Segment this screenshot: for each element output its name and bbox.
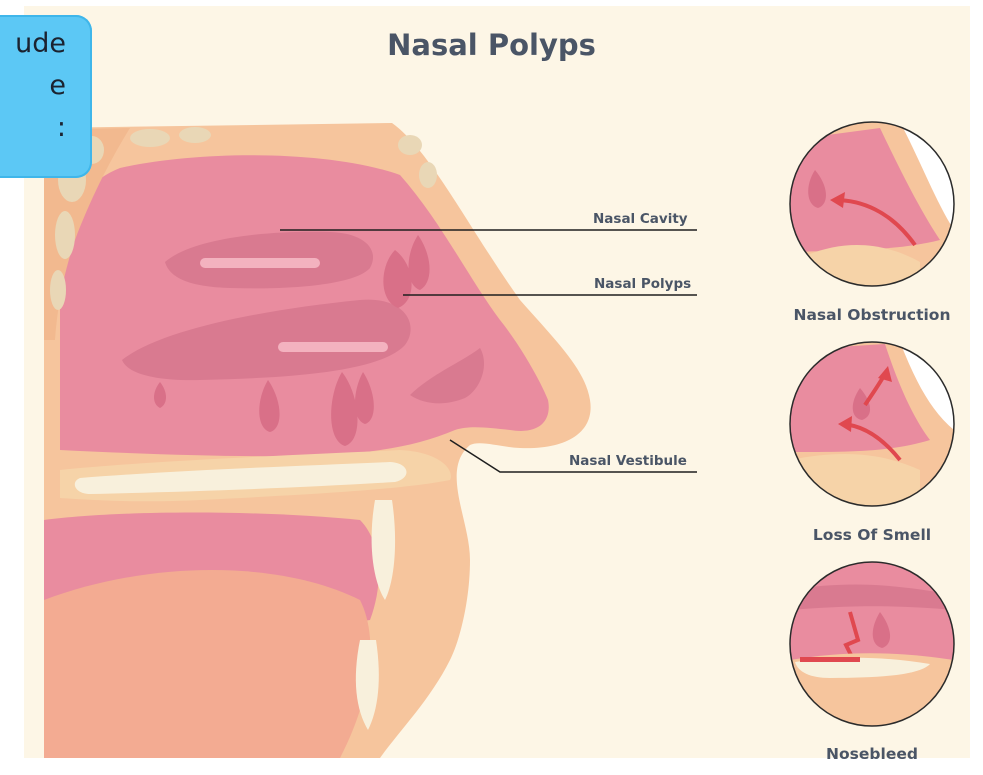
symptom-label-obstruction: Nasal Obstruction [772,306,972,324]
tongue [44,570,370,758]
label-nasal-cavity: Nasal Cavity [593,211,688,227]
symptom-circle-nosebleed [790,562,954,726]
symptom-label-smell: Loss Of Smell [772,526,972,544]
symptom-circle-smell [790,342,954,506]
callout-text: ude e : [0,23,92,149]
diagram-title: Nasal Polyps [0,28,983,62]
label-nasal-polyps: Nasal Polyps [594,276,691,292]
label-nasal-vestibule: Nasal Vestibule [569,453,687,469]
turbinate-highlight-2 [278,342,388,352]
symptom-circle-obstruction [790,122,954,286]
turbinate-highlight-1 [200,258,320,268]
callout-bubble[interactable]: ude e : [0,15,92,178]
symptom-label-nosebleed: Nosebleed [772,745,972,763]
